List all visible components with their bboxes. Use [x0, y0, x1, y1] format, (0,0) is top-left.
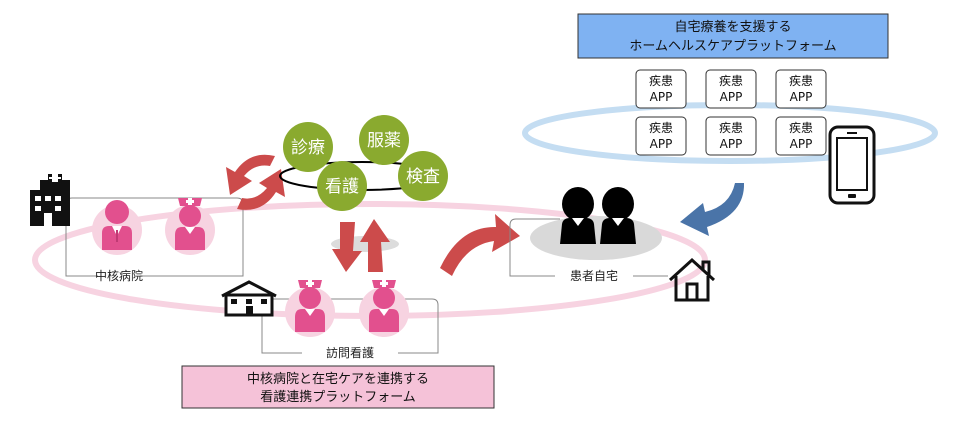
nursing-platform-title-line1: 中核病院と在宅ケアを連携する — [247, 371, 429, 387]
app-label-line1: 疾患 — [719, 120, 743, 135]
nurse-icon — [359, 280, 409, 337]
hospital-building-icon — [30, 174, 70, 226]
home-platform-title-line1: 自宅療養を支援する — [674, 19, 791, 35]
house-icon — [668, 257, 716, 302]
app-label-line1: 疾患 — [649, 73, 673, 88]
care-bubble-medication: 服薬 — [359, 115, 409, 165]
nurse-icon — [165, 198, 215, 255]
app-box: 疾患 APP — [635, 116, 687, 156]
app-box: 疾患 APP — [705, 116, 757, 156]
app-label-line2: APP — [650, 90, 673, 104]
care-bubble-nursing: 看護 — [317, 161, 367, 211]
app-box: 疾患 APP — [775, 116, 827, 156]
visiting-nurse-label: 訪問看護 — [326, 345, 374, 360]
app-label-line1: 疾患 — [789, 73, 813, 88]
red-cycle-arrow-2 — [237, 169, 285, 210]
care-bubble-label: 服薬 — [367, 131, 401, 151]
red-down-arrow — [332, 222, 362, 272]
nursing-platform-title-line2: 看護連携プラットフォーム — [260, 389, 416, 405]
app-label-line1: 疾患 — [789, 120, 813, 135]
blue-arrow-to-home — [680, 183, 745, 236]
app-box: 疾患 APP — [775, 69, 827, 109]
hospital-label: 中核病院 — [95, 268, 143, 283]
doctor-icon — [92, 200, 142, 255]
nurse-icon — [285, 280, 335, 337]
home-label: 患者自宅 — [570, 268, 618, 283]
care-bubble-label: 看護 — [325, 177, 359, 197]
app-label-line1: 疾患 — [719, 73, 743, 88]
app-label-line2: APP — [790, 137, 813, 151]
visiting-nurse-office-icon — [221, 280, 277, 317]
home-platform-title-box: 自宅療養を支援する ホームヘルスケアプラットフォーム — [577, 13, 889, 59]
care-bubble-label: 診療 — [291, 138, 325, 158]
app-label-line2: APP — [790, 90, 813, 104]
app-label-line1: 疾患 — [649, 120, 673, 135]
patient-silhouette-icon — [600, 187, 636, 244]
app-label-line2: APP — [650, 137, 673, 151]
nursing-platform-title-box: 中核病院と在宅ケアを連携する 看護連携プラットフォーム — [181, 365, 495, 409]
app-box: 疾患 APP — [705, 69, 757, 109]
care-bubble-label: 検査 — [406, 167, 440, 187]
care-bubble-examination: 検査 — [398, 151, 448, 201]
red-cycle-arrow-1 — [226, 154, 275, 195]
app-label-line2: APP — [720, 137, 743, 151]
app-box: 疾患 APP — [635, 69, 687, 109]
app-label-line2: APP — [720, 90, 743, 104]
red-arrow-to-home — [440, 214, 520, 276]
smartphone-icon — [828, 125, 876, 205]
care-bubble-diagnosis: 診療 — [283, 122, 333, 172]
home-platform-title-line2: ホームヘルスケアプラットフォーム — [629, 39, 836, 54]
red-up-arrow — [360, 219, 390, 272]
